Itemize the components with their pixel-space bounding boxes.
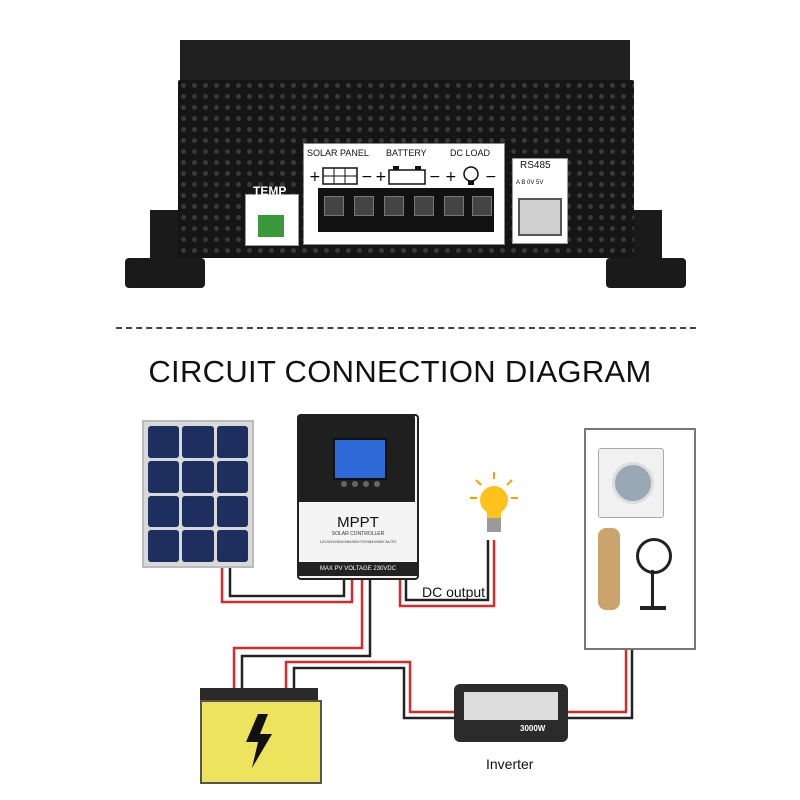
right-foot	[606, 258, 686, 288]
temp-label: TEMP	[253, 184, 287, 198]
inverter-label: Inverter	[486, 756, 534, 772]
solar-negative-wire	[228, 568, 346, 598]
diagram-title: CIRCUIT CONNECTION DIAGRAM	[148, 354, 652, 389]
dc-output-positive-wire	[398, 540, 496, 608]
controller-name: MPPT	[337, 514, 379, 531]
controller-voltages: 12V/24V/36V/48V/60V/72V/84V/96V AUTO	[319, 539, 397, 544]
inverter-negative-wire	[292, 666, 454, 720]
left-foot	[125, 258, 205, 288]
ac-output-wire-1	[568, 646, 628, 714]
svg-text:+: +	[309, 169, 321, 185]
terminal-screw	[444, 196, 464, 216]
rj45-port	[518, 198, 562, 236]
solar-panel-icon	[322, 167, 358, 185]
rs485-pins: A B 0V 5V	[516, 180, 544, 186]
dc-load-label: DC LOAD	[450, 148, 491, 158]
controller-subtitle: SOLAR CONTROLLER	[331, 531, 385, 537]
bulb-icon	[463, 166, 479, 185]
terminal-screw	[324, 196, 344, 216]
inverter-watt: 3000W	[520, 724, 546, 733]
terminal-icons: + − + − + −	[309, 166, 497, 185]
battery-top	[200, 688, 318, 702]
controller-buttons	[341, 481, 380, 487]
battery-negative-wire	[240, 576, 372, 688]
fan-stand	[651, 570, 654, 608]
solar-panel-icon	[142, 420, 254, 568]
solar-panel-label: SOLAR PANEL	[307, 148, 369, 158]
battery-icon	[388, 166, 426, 185]
svg-text:−: −	[485, 169, 497, 185]
lightning-icon	[246, 714, 272, 768]
lcd-screen	[333, 438, 387, 480]
ac-output-wire-2	[568, 646, 634, 720]
heater-icon	[598, 528, 620, 610]
inverter-panel	[464, 692, 558, 720]
fan-icon	[636, 538, 672, 574]
controller-footer: MAX PV VOLTAGE 230VDC	[297, 562, 419, 576]
dc-output-negative-wire	[404, 540, 490, 602]
terminal-screw	[384, 196, 404, 216]
dc-output-label: DC output	[422, 584, 486, 600]
temp-connector	[258, 215, 284, 237]
fan-base	[640, 606, 666, 610]
solar-positive-wire	[220, 568, 354, 604]
bulb-icon	[470, 472, 518, 532]
battery-terminal-label: BATTERY	[386, 148, 427, 158]
svg-text:−: −	[361, 169, 373, 185]
washer-drum	[612, 462, 654, 504]
terminal-screw	[472, 196, 492, 216]
terminal-screw	[354, 196, 374, 216]
inverter-positive-wire	[284, 660, 454, 714]
temp-port	[245, 194, 299, 246]
section-divider	[116, 327, 696, 329]
rs485-label: RS485	[520, 160, 551, 171]
terminal-block	[318, 188, 494, 232]
terminal-screw	[414, 196, 434, 216]
battery-positive-wire	[232, 576, 364, 688]
svg-text:+: +	[375, 169, 387, 185]
svg-text:−: −	[429, 169, 441, 185]
svg-text:+: +	[445, 169, 457, 185]
